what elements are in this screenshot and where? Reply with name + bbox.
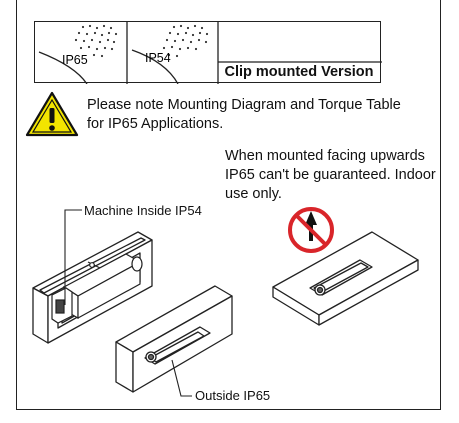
inside-callout: Machine Inside IP54 [84, 203, 202, 218]
ip-rating-box: IP65 IP54 [34, 21, 382, 84]
ip54-badge: IP54 [145, 51, 171, 65]
clip-mounted-label: Clip mounted Version [224, 64, 374, 80]
outside-callout: Outside IP65 [195, 388, 271, 403]
upward-facing-plate [272, 231, 419, 326]
page-frame [16, 0, 441, 410]
no-upward-mounting-icon [288, 207, 334, 253]
upward-mounting-warning: When mounted facing upwards IP65 can't b… [225, 148, 436, 202]
mounting-note: Please note Mounting Diagram and Torque … [87, 97, 401, 132]
ip65-badge: IP65 [62, 53, 88, 67]
inside-leader-line [64, 209, 82, 305]
water-spray-illustration: IP65 IP54 [38, 22, 382, 84]
warning-triangle-icon [25, 91, 79, 137]
sensor-assembly [51, 253, 143, 324]
outside-leader-line [171, 359, 192, 397]
outside-front-plate [115, 285, 233, 393]
